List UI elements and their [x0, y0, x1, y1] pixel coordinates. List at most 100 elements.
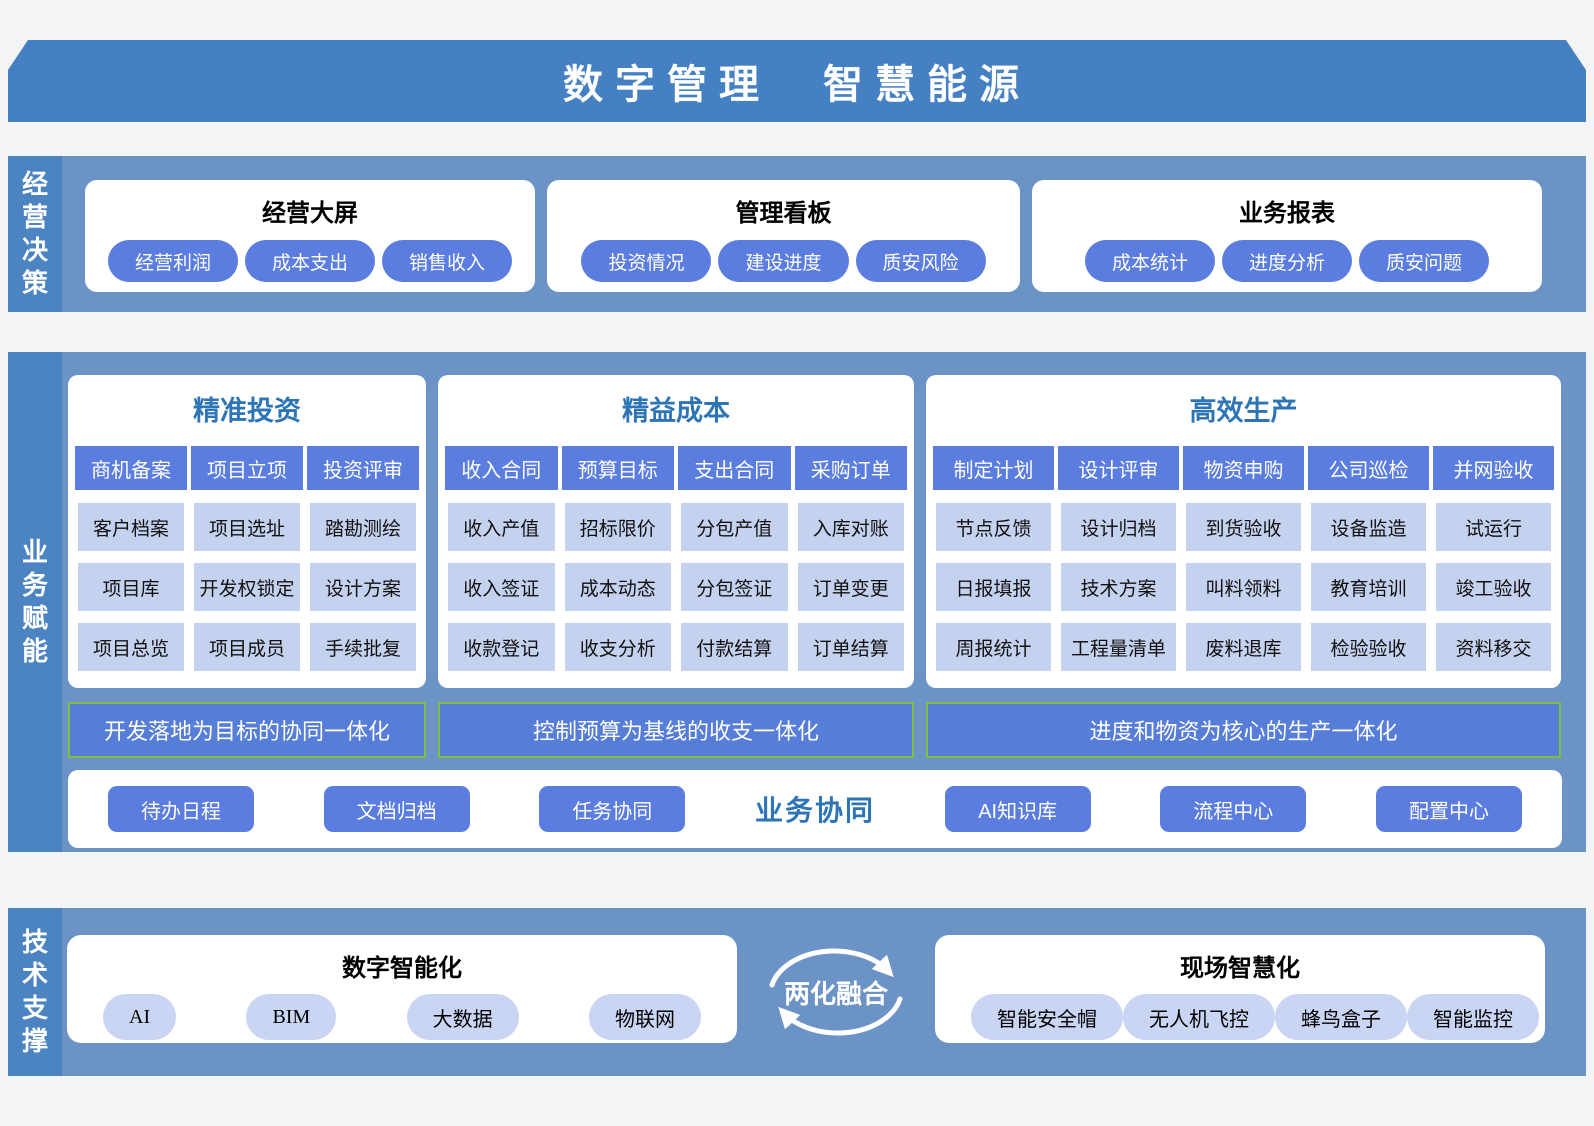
tech-pill-button[interactable]: 物联网: [588, 994, 701, 1040]
fusion-label: 两化融合: [783, 978, 888, 1009]
module-cell[interactable]: 周报统计: [936, 623, 1051, 671]
page-title-left: 数字管理: [563, 63, 771, 107]
module-cell[interactable]: 收入签证: [448, 563, 555, 611]
band-label-tech: 技术支撑: [8, 908, 62, 1076]
module-cell[interactable]: 竣工验收: [1436, 563, 1551, 611]
collab-button[interactable]: 待办日程: [108, 786, 254, 832]
band-business: 业务赋能 精准投资商机备案项目立项投资评审客户档案项目选址踏勘测绘项目库开发权锁…: [8, 352, 1586, 852]
stage-header-cell[interactable]: 并网验收: [1433, 446, 1554, 490]
module-cell[interactable]: 检验验收: [1311, 623, 1426, 671]
module-grid: 收入产值招标限价分包产值入库对账收入签证成本动态分包签证订单变更收款登记收支分析…: [448, 503, 904, 671]
tech-pill-button[interactable]: 智能监控: [1407, 994, 1539, 1040]
module-cell[interactable]: 手续批复: [310, 623, 416, 671]
decision-card: 经营大屏经营利润成本支出销售收入: [85, 180, 535, 292]
module-cell[interactable]: 分包签证: [681, 563, 788, 611]
stage-header-cell[interactable]: 设计评审: [1058, 446, 1179, 490]
metric-pill-button[interactable]: 质安问题: [1359, 240, 1490, 282]
stage-header-cell[interactable]: 预算目标: [561, 446, 674, 490]
stage-header-row: 商机备案项目立项投资评审: [75, 446, 419, 490]
stage-header-cell[interactable]: 项目立项: [191, 446, 303, 490]
card-title: 精准投资: [193, 396, 301, 426]
card-title: 高效生产: [1189, 396, 1298, 426]
module-cell[interactable]: 项目成员: [194, 623, 300, 671]
collab-button[interactable]: 文档归档: [323, 786, 470, 832]
stage-header-cell[interactable]: 公司巡检: [1308, 446, 1429, 490]
module-cell[interactable]: 试运行: [1436, 503, 1551, 551]
metric-pill-button[interactable]: 成本统计: [1084, 240, 1215, 282]
module-cell[interactable]: 资料移交: [1436, 623, 1551, 671]
band-label-decision: 经营决策: [8, 156, 62, 312]
module-cell[interactable]: 入库对账: [797, 503, 904, 551]
tech-pill-button[interactable]: AI: [103, 994, 177, 1040]
module-cell[interactable]: 收款登记: [448, 623, 555, 671]
module-cell[interactable]: 订单变更: [797, 563, 904, 611]
module-cell[interactable]: 项目库: [78, 563, 184, 611]
module-cell[interactable]: 设计方案: [310, 563, 416, 611]
band-label-char: 策: [21, 268, 48, 298]
module-cell[interactable]: 教育培训: [1311, 563, 1426, 611]
module-cell[interactable]: 设备监造: [1311, 503, 1426, 551]
metric-pill-button[interactable]: 投资情况: [581, 240, 712, 282]
module-cell[interactable]: 成本动态: [564, 563, 671, 611]
module-cell[interactable]: 日报填报: [936, 563, 1051, 611]
band-label-char: 经: [21, 169, 48, 199]
module-cell[interactable]: 工程量清单: [1061, 623, 1176, 671]
business-card: 精准投资商机备案项目立项投资评审客户档案项目选址踏勘测绘项目库开发权锁定设计方案…: [68, 375, 426, 688]
module-cell[interactable]: 收支分析: [564, 623, 671, 671]
metric-pill-button[interactable]: 经营利润: [107, 240, 238, 282]
module-cell[interactable]: 开发权锁定: [194, 563, 300, 611]
stage-header-cell[interactable]: 采购订单: [794, 446, 907, 490]
metric-pill-button[interactable]: 建设进度: [718, 240, 849, 282]
module-cell[interactable]: 项目总览: [78, 623, 184, 671]
tech-pill-button[interactable]: BIM: [246, 994, 337, 1040]
stage-header-cell[interactable]: 物资申购: [1183, 446, 1304, 490]
module-cell[interactable]: 废料退库: [1186, 623, 1301, 671]
pill-row: 成本统计进度分析质安问题: [1032, 240, 1542, 282]
metric-pill-button[interactable]: 销售收入: [382, 240, 513, 282]
pill-row: 投资情况建设进度质安风险: [547, 240, 1020, 282]
band-label-business: 业务赋能: [8, 352, 62, 852]
stage-header-cell[interactable]: 商机备案: [75, 446, 187, 490]
stage-header-cell[interactable]: 制定计划: [933, 446, 1054, 490]
module-cell[interactable]: 收入产值: [448, 503, 555, 551]
module-cell[interactable]: 项目选址: [194, 503, 300, 551]
stage-header-cell[interactable]: 投资评审: [307, 446, 419, 490]
tech-pill-button[interactable]: 大数据: [406, 994, 519, 1040]
metric-pill-button[interactable]: 成本支出: [244, 240, 375, 282]
business-card: 高效生产制定计划设计评审物资申购公司巡检并网验收节点反馈设计归档到货验收设备监造…: [926, 375, 1561, 688]
card-title: 经营大屏: [262, 200, 358, 227]
integration-banner: 控制预算为基线的收支一体化: [438, 702, 914, 758]
module-cell[interactable]: 订单结算: [797, 623, 904, 671]
module-cell[interactable]: 到货验收: [1186, 503, 1301, 551]
module-cell[interactable]: 踏勘测绘: [310, 503, 416, 551]
metric-pill-button[interactable]: 进度分析: [1221, 240, 1352, 282]
collab-button[interactable]: 流程中心: [1160, 786, 1307, 832]
business-collab-bar: 待办日程 文档归档 任务协同 业务协同 AI知识库 流程中心 配置中心: [68, 770, 1562, 848]
module-cell[interactable]: 招标限价: [564, 503, 671, 551]
metric-pill-button[interactable]: 质安风险: [855, 240, 986, 282]
module-cell[interactable]: 技术方案: [1061, 563, 1176, 611]
module-cell[interactable]: 节点反馈: [936, 503, 1051, 551]
module-cell[interactable]: 客户档案: [78, 503, 184, 551]
tech-pill-button[interactable]: 蜂鸟盒子: [1275, 994, 1407, 1040]
card-title: 现场智慧化: [1180, 955, 1300, 982]
module-cell[interactable]: 分包产值: [681, 503, 788, 551]
tech-pill-button[interactable]: 无人机飞控: [1123, 994, 1275, 1040]
stage-header-cell[interactable]: 支出合同: [678, 446, 791, 490]
tech-pill-button[interactable]: 智能安全帽: [971, 994, 1123, 1040]
collab-button[interactable]: AI知识库: [944, 786, 1091, 832]
module-cell[interactable]: 付款结算: [681, 623, 788, 671]
collab-label: 业务协同: [754, 795, 875, 826]
cycle-arrows-icon: [769, 948, 903, 1036]
module-cell[interactable]: 叫料领料: [1186, 563, 1301, 611]
business-card: 精益成本收入合同预算目标支出合同采购订单收入产值招标限价分包产值入库对账收入签证…: [438, 375, 914, 688]
module-cell[interactable]: 设计归档: [1061, 503, 1176, 551]
collab-button[interactable]: 任务协同: [539, 786, 686, 832]
collab-button[interactable]: 配置中心: [1375, 786, 1522, 832]
stage-header-cell[interactable]: 收入合同: [445, 446, 558, 490]
